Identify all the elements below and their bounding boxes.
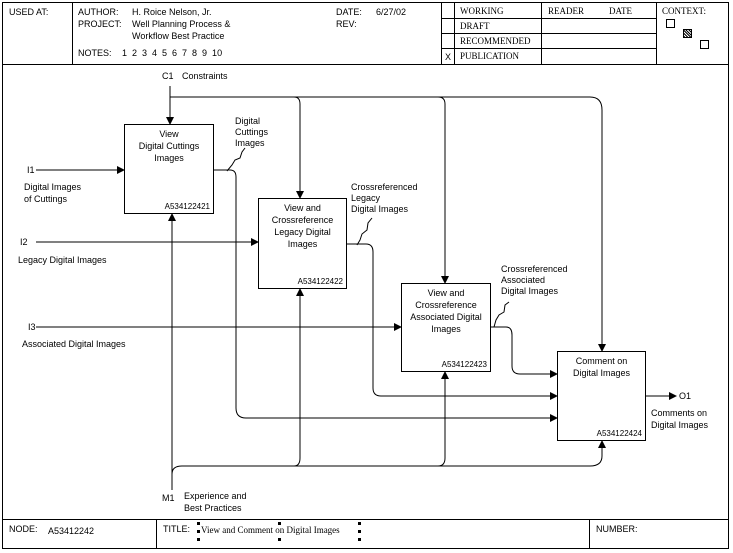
selection-handle <box>358 522 361 525</box>
node-value: A53412242 <box>48 526 95 536</box>
notes-label: NOTES: <box>78 48 112 58</box>
activity-box-1[interactable]: View Digital Cuttings Images A534122421 <box>124 124 214 214</box>
activity-title: View and Crossreference Legacy Digital I… <box>271 203 334 249</box>
context-current-box <box>683 29 692 38</box>
selection-handle <box>278 522 281 525</box>
input-i3-label: Associated Digital Images <box>22 339 126 349</box>
box2-output <box>347 243 558 400</box>
activity-title: Comment on Digital Images <box>572 356 631 378</box>
control-to-box3 <box>437 96 449 284</box>
status-recommended: RECOMMENDED <box>460 36 531 46</box>
label-squiggle-1 <box>226 147 246 172</box>
status-draft: DRAFT <box>460 21 490 31</box>
activity-title: View Digital Cuttings Images <box>138 129 200 163</box>
status-mark: X <box>445 52 452 62</box>
activity-box-3[interactable]: View and Crossreference Associated Digit… <box>401 283 491 372</box>
control-label: Constraints <box>182 71 228 81</box>
mechanism-label-line1: Experience and <box>184 491 247 501</box>
mechanism-code: M1 <box>162 493 175 503</box>
status-working: WORKING <box>460 6 504 16</box>
label-squiggle-2 <box>356 217 373 246</box>
reader-date-label: DATE <box>609 6 632 16</box>
arrow-label-legacy: Crossreferenced Legacy Digital Images <box>351 182 418 214</box>
output-label-line1: Comments on <box>651 408 708 418</box>
used-at-label: USED AT: <box>9 7 49 17</box>
activity-node-id: A534122421 <box>164 202 210 211</box>
box3-output <box>491 326 558 378</box>
selection-handle <box>358 538 361 541</box>
number-label: NUMBER: <box>596 524 638 534</box>
rev-label: REV: <box>336 19 357 29</box>
title-label: TITLE: <box>163 524 191 534</box>
output-code: O1 <box>679 391 692 401</box>
project-line1: Well Planning Process & <box>132 19 231 29</box>
input-i1-label-line2: of Cuttings <box>24 194 68 204</box>
activity-box-2[interactable]: View and Crossreference Legacy Digital I… <box>258 198 347 289</box>
reader-label: READER <box>548 6 584 16</box>
control-to-box2 <box>293 96 304 199</box>
context-parent-box <box>666 19 675 28</box>
output-label-line2: Digital Images <box>651 420 709 430</box>
activity-title: View and Crossreference Associated Digit… <box>410 288 482 334</box>
author-name: H. Roice Nelson, Jr. <box>132 7 212 17</box>
input-i2-label: Legacy Digital Images <box>18 255 107 265</box>
notes-list: 1 2 3 4 5 6 7 8 9 10 <box>122 48 223 58</box>
mechanism-label-line2: Best Practices <box>184 503 242 513</box>
activity-box-4[interactable]: Comment on Digital Images A534122424 <box>557 351 646 441</box>
mechanism-to-box2 <box>293 288 304 467</box>
selection-handle <box>358 530 361 533</box>
selection-handle <box>278 538 281 541</box>
control-branch <box>170 96 606 352</box>
activity-node-id: A534122424 <box>596 429 642 438</box>
input-i2-code: I2 <box>20 237 28 247</box>
date-label: DATE: <box>336 7 362 17</box>
status-publication: PUBLICATION <box>460 51 520 61</box>
author-label: AUTHOR: <box>78 7 119 17</box>
label-squiggle-3 <box>493 301 510 328</box>
input-i3-code: I3 <box>28 322 36 332</box>
box1-output <box>214 169 558 422</box>
control-code: C1 <box>162 71 174 81</box>
project-line2: Workflow Best Practice <box>132 31 225 41</box>
selection-handle <box>197 538 200 541</box>
selection-handle <box>197 522 200 525</box>
mechanism-to-box3 <box>437 371 449 467</box>
activity-node-id: A534122423 <box>441 360 487 369</box>
date-value: 6/27/02 <box>376 7 407 17</box>
context-label: CONTEXT: <box>662 6 707 16</box>
arrow-label-associated: Crossreferenced Associated Digital Image… <box>501 264 568 296</box>
input-i1-code: I1 <box>27 165 35 175</box>
input-i1-label-line1: Digital Images <box>24 182 82 192</box>
node-label: NODE: <box>9 524 38 534</box>
selection-handle <box>197 530 200 533</box>
arrow-label-cuttings: Digital Cuttings Images <box>235 116 269 148</box>
diagram-title[interactable]: View and Comment on Digital Images <box>201 525 340 535</box>
project-label: PROJECT: <box>78 19 122 29</box>
activity-node-id: A534122422 <box>297 277 343 286</box>
mechanism-branch <box>171 440 606 475</box>
context-child-box <box>700 40 709 49</box>
